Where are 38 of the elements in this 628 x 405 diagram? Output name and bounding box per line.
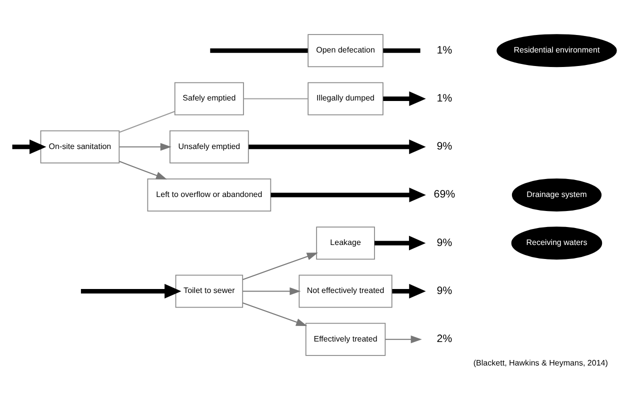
node-text: 69% xyxy=(434,188,456,200)
node-box: Unsafely emptied xyxy=(170,130,249,163)
node-box: Not effectively treated xyxy=(298,274,392,308)
node-text: 2% xyxy=(436,332,452,345)
node-box: Open defecation xyxy=(308,34,384,67)
arrow xyxy=(119,160,168,179)
connector xyxy=(210,48,308,52)
connector xyxy=(244,98,308,99)
connector xyxy=(383,48,420,52)
arrow xyxy=(119,142,172,150)
node-text: 9% xyxy=(436,140,452,152)
arrow xyxy=(80,283,182,298)
node-ellipse: Receiving waters xyxy=(511,226,602,260)
caption: (Blackett, Hawkins & Heymans, 2014) xyxy=(473,358,608,367)
node-box: On-site sanitation xyxy=(40,130,120,163)
node-text: 9% xyxy=(436,236,452,248)
arrow xyxy=(270,187,426,202)
arrow xyxy=(385,334,422,343)
arrow xyxy=(374,235,426,250)
node-ellipse: Drainage system xyxy=(512,178,602,211)
arrow xyxy=(392,283,426,298)
node-box: Left to overflow or abandoned xyxy=(147,178,272,211)
node-box: Safely emptied xyxy=(174,82,244,115)
node-text: 1% xyxy=(436,44,452,56)
node-box: Leakage xyxy=(316,226,375,260)
arrow xyxy=(242,252,318,280)
node-ellipse: Residential environment xyxy=(496,34,617,67)
node-box: Illegally dumped xyxy=(308,82,384,115)
node-box: Toilet to sewer xyxy=(175,274,244,308)
node-text: 1% xyxy=(436,92,452,104)
connector xyxy=(119,110,175,132)
node-box: Effectively treated xyxy=(305,322,386,356)
arrow xyxy=(383,90,426,106)
arrow xyxy=(242,302,308,326)
arrow xyxy=(12,139,46,154)
arrow xyxy=(242,286,301,295)
node-text: 9% xyxy=(436,284,452,296)
arrow xyxy=(248,139,426,154)
